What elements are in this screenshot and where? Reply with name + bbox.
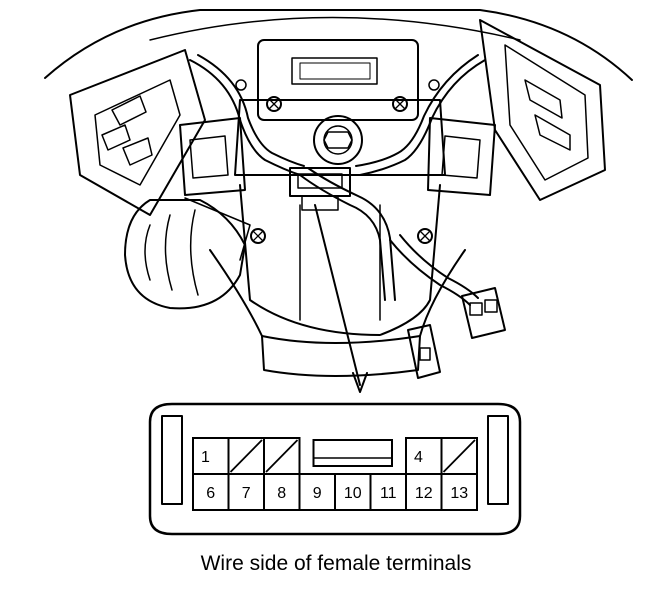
lower-left-pod (124, 199, 246, 310)
terminal-number: 13 (450, 485, 468, 502)
terminal-number: 10 (344, 485, 362, 502)
empty-cavity-slash (442, 439, 476, 473)
screw-icon (250, 228, 266, 244)
terminal-cell (192, 437, 230, 475)
wheel-rim-inner-top (149, 16, 521, 41)
screw-icon (266, 96, 282, 112)
hub-top-module (257, 39, 419, 121)
empty-cavity-slash (265, 439, 299, 473)
lower-hub (239, 184, 441, 336)
harness-left (189, 59, 301, 176)
screw-icon (417, 228, 433, 244)
connector-lock-key (312, 439, 393, 467)
steering-column (261, 335, 421, 377)
left-bracket (179, 117, 246, 196)
terminal-number: 11 (380, 485, 397, 502)
leader-line (314, 204, 361, 386)
right-switch-pad (479, 19, 606, 201)
harness-right (359, 59, 486, 176)
hub-connector (289, 167, 351, 197)
left-switch-pad (69, 49, 206, 216)
terminal-cell (440, 473, 478, 511)
screw-icon (392, 96, 408, 112)
hub-nut (313, 115, 363, 165)
right-bracket (427, 117, 496, 196)
terminal-number: 4 (414, 449, 423, 466)
terminal-number: 7 (242, 485, 251, 502)
terminal-number: 8 (277, 485, 286, 502)
connector-face-outline (148, 402, 522, 536)
empty-cavity-slash (229, 439, 263, 473)
diagram-caption: Wire side of female terminals (200, 552, 472, 575)
terminal-number: 12 (415, 485, 433, 502)
wheel-rim-top (44, 9, 633, 81)
terminal-number: 6 (206, 485, 215, 502)
right-plug (461, 287, 506, 339)
terminal-cell (405, 437, 443, 475)
small-plug (407, 324, 441, 379)
connector-terminal-grid: 1 4 6 7 8 9 10 11 12 13 (192, 437, 478, 511)
terminal-number: 9 (313, 485, 322, 502)
terminal-number: 1 (201, 449, 210, 466)
